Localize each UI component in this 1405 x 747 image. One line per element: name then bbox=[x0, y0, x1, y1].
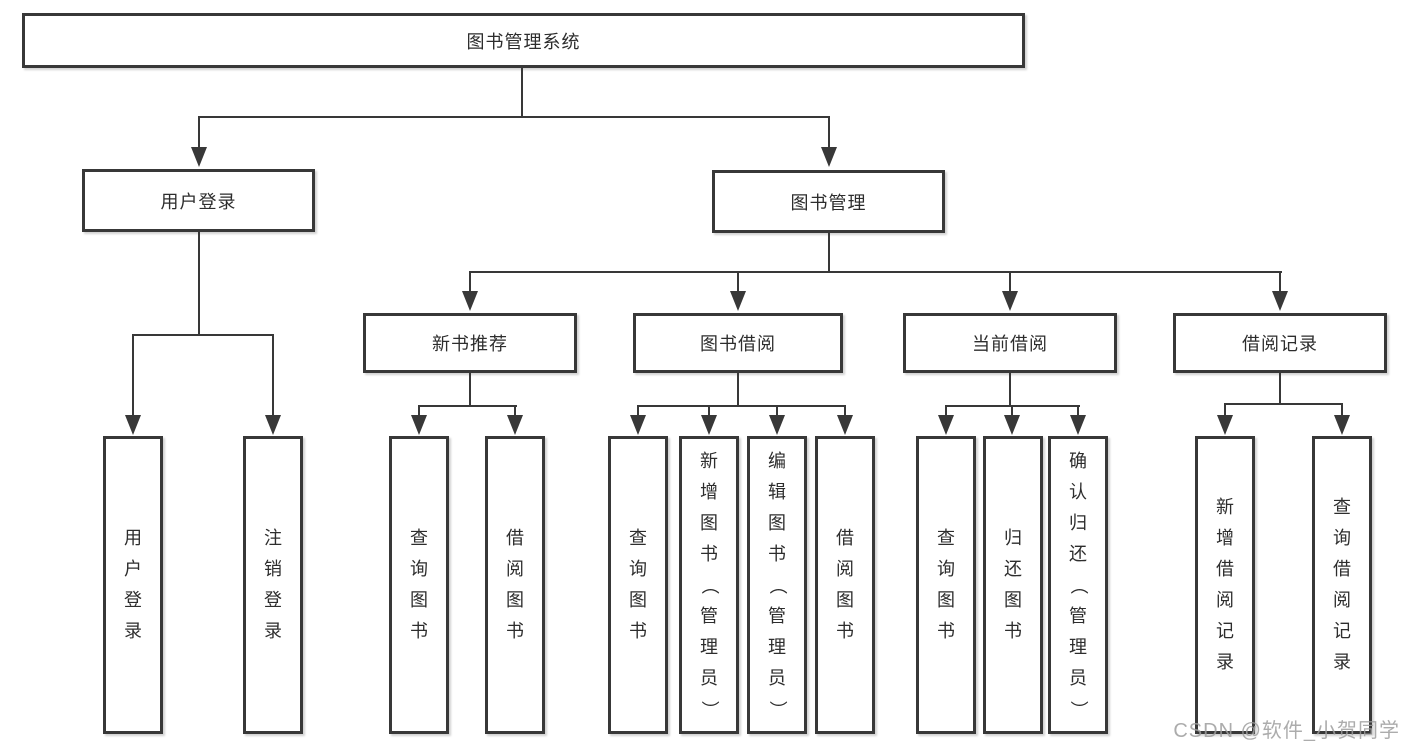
node-borrow-records: 借阅记录 bbox=[1173, 313, 1387, 373]
node-library-management-system: 图书管理系统 bbox=[22, 13, 1025, 68]
leaf-records-query-record: 查询借阅记录 bbox=[1312, 436, 1372, 734]
connector-line bbox=[776, 405, 778, 416]
connector-line bbox=[1341, 403, 1343, 416]
node-label: 用户登录 bbox=[160, 191, 237, 212]
arrow-down-icon bbox=[1004, 415, 1020, 435]
connector-line bbox=[1011, 405, 1013, 416]
node-label: 注销登录 bbox=[264, 528, 282, 641]
leaf-newbook-borrow-books: 借阅图书 bbox=[485, 436, 545, 734]
leaf-borrow-query-books: 查询图书 bbox=[608, 436, 668, 734]
node-label: 图书借阅 bbox=[700, 334, 776, 354]
connector-line bbox=[418, 405, 517, 407]
leaf-borrow-borrow-books: 借阅图书 bbox=[815, 436, 875, 734]
node-label: 查询图书 bbox=[629, 528, 647, 641]
arrow-down-icon bbox=[1002, 291, 1018, 311]
node-book-management: 图书管理 bbox=[712, 170, 945, 233]
node-label: 用户登录 bbox=[124, 528, 142, 641]
node-label: 新书推荐 bbox=[432, 334, 508, 354]
connector-line bbox=[198, 116, 200, 149]
connector-line bbox=[844, 405, 846, 416]
connector-line bbox=[521, 68, 523, 117]
node-label: 编辑图书（管理员） bbox=[767, 450, 788, 719]
arrow-down-icon bbox=[411, 415, 427, 435]
leaf-current-query-books: 查询图书 bbox=[916, 436, 976, 734]
connector-line bbox=[945, 405, 947, 416]
node-label: 图书管理 bbox=[790, 192, 867, 213]
leaf-current-return-books: 归还图书 bbox=[983, 436, 1043, 734]
connector-line bbox=[1224, 403, 1343, 405]
node-book-borrow: 图书借阅 bbox=[633, 313, 843, 373]
arrow-down-icon bbox=[630, 415, 646, 435]
node-label: 当前借阅 bbox=[972, 334, 1048, 354]
csdn-watermark: CSDN @软件_小贺同学 bbox=[1173, 720, 1400, 742]
connector-line bbox=[469, 373, 471, 406]
leaf-logout-login: 注销登录 bbox=[243, 436, 303, 734]
leaf-records-add-record: 新增借阅记录 bbox=[1195, 436, 1255, 734]
connector-line bbox=[1279, 271, 1281, 293]
connector-line bbox=[1279, 373, 1281, 404]
leaf-user-login: 用户登录 bbox=[103, 436, 163, 734]
arrow-down-icon bbox=[462, 291, 478, 311]
node-label: 借阅图书 bbox=[506, 528, 524, 641]
leaf-current-confirm-return-admin: 确认归还（管理员） bbox=[1048, 436, 1108, 734]
arrow-down-icon bbox=[191, 147, 207, 167]
node-current-borrow: 当前借阅 bbox=[903, 313, 1117, 373]
node-label: 图书管理系统 bbox=[466, 31, 581, 52]
connector-line bbox=[828, 233, 830, 272]
node-label: 查询图书 bbox=[937, 528, 955, 641]
arrow-down-icon bbox=[769, 415, 785, 435]
connector-line bbox=[637, 405, 639, 416]
connector-line bbox=[1009, 373, 1011, 406]
connector-line bbox=[737, 373, 739, 406]
arrow-down-icon bbox=[125, 415, 141, 435]
node-user-login: 用户登录 bbox=[82, 169, 315, 232]
connector-line bbox=[637, 405, 846, 407]
node-label: 归还图书 bbox=[1004, 528, 1022, 641]
arrow-down-icon bbox=[1070, 415, 1086, 435]
arrow-down-icon bbox=[507, 415, 523, 435]
arrow-down-icon bbox=[938, 415, 954, 435]
connector-line bbox=[198, 116, 830, 118]
node-label: 查询图书 bbox=[410, 528, 428, 641]
node-label: 借阅记录 bbox=[1242, 334, 1318, 354]
arrow-down-icon bbox=[701, 415, 717, 435]
arrow-down-icon bbox=[821, 147, 837, 167]
node-label: 新增借阅记录 bbox=[1216, 497, 1234, 672]
arrow-down-icon bbox=[837, 415, 853, 435]
connector-line bbox=[418, 405, 420, 416]
arrow-down-icon bbox=[1272, 291, 1288, 311]
connector-line bbox=[132, 334, 134, 416]
connector-line bbox=[1009, 271, 1011, 293]
arrow-down-icon bbox=[1334, 415, 1350, 435]
leaf-borrow-edit-books-admin: 编辑图书（管理员） bbox=[747, 436, 807, 734]
leaf-newbook-query-books: 查询图书 bbox=[389, 436, 449, 734]
connector-line bbox=[132, 334, 274, 336]
arrow-down-icon bbox=[1217, 415, 1233, 435]
connector-line bbox=[737, 271, 739, 293]
connector-line bbox=[514, 405, 516, 416]
connector-line bbox=[198, 232, 200, 335]
node-label: 确认归还（管理员） bbox=[1068, 450, 1089, 719]
arrow-down-icon bbox=[730, 291, 746, 311]
arrow-down-icon bbox=[265, 415, 281, 435]
node-label: 查询借阅记录 bbox=[1333, 497, 1351, 672]
connector-line bbox=[1224, 403, 1226, 416]
node-new-book-recommend: 新书推荐 bbox=[363, 313, 577, 373]
connector-line bbox=[469, 271, 471, 293]
leaf-borrow-add-books-admin: 新增图书（管理员） bbox=[679, 436, 739, 734]
node-label: 借阅图书 bbox=[836, 528, 854, 641]
connector-line bbox=[828, 116, 830, 149]
node-label: 新增图书（管理员） bbox=[699, 450, 720, 719]
connector-line bbox=[1077, 405, 1079, 416]
connector-line bbox=[469, 271, 1282, 273]
connector-line bbox=[708, 405, 710, 416]
connector-line bbox=[272, 334, 274, 416]
